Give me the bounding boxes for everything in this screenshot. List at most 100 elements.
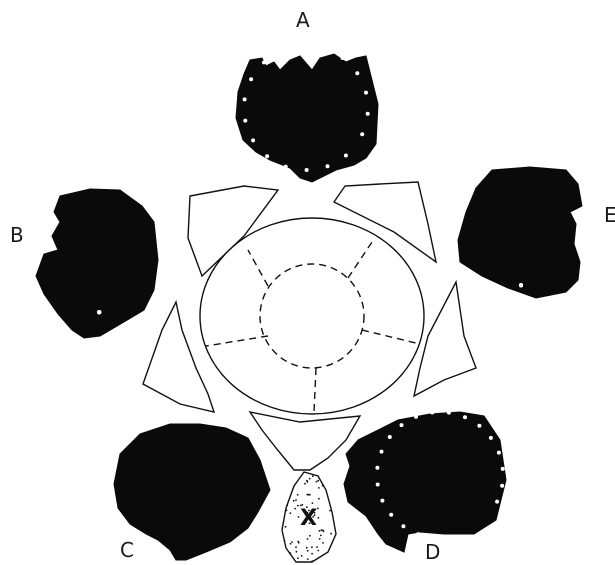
piece-a — [236, 44, 378, 182]
label-b: B — [10, 223, 24, 247]
white-dot — [97, 310, 101, 314]
stipple-dot — [322, 542, 324, 544]
stipple-dot — [318, 498, 320, 500]
stipple-dot — [307, 538, 309, 540]
white-dot — [433, 536, 437, 540]
stipple-dot — [320, 529, 322, 531]
stipple-dot — [316, 481, 318, 483]
white-dot — [344, 154, 348, 158]
white-dot — [380, 499, 384, 503]
white-dot — [366, 112, 370, 116]
stipple-dot — [295, 499, 297, 501]
stipple-dot — [306, 547, 308, 549]
white-dot — [389, 513, 393, 517]
white-dot — [243, 119, 247, 123]
plate-right — [414, 282, 476, 396]
white-dot — [262, 60, 266, 64]
stipple-dot — [297, 541, 299, 543]
white-dot — [301, 44, 305, 48]
white-dot — [305, 168, 309, 172]
white-dot — [416, 532, 420, 536]
white-dot — [251, 138, 255, 142]
white-dot — [284, 165, 288, 169]
white-dot — [249, 77, 253, 81]
piece-x: X — [282, 472, 336, 562]
white-dot — [341, 56, 345, 60]
central-plate — [200, 218, 424, 414]
white-dot — [355, 71, 359, 75]
label-x: X — [300, 506, 317, 531]
stipple-dot — [291, 541, 293, 543]
stipple-dot — [317, 508, 319, 510]
white-dot — [400, 423, 404, 427]
stipple-dot — [297, 557, 299, 559]
white-dot — [280, 49, 284, 53]
white-dot — [380, 450, 384, 454]
stipple-dot — [317, 480, 319, 482]
stipple-dot — [309, 478, 311, 480]
piece-d — [344, 411, 506, 553]
stipple-dot — [290, 543, 292, 545]
stipple-dot — [318, 487, 320, 489]
stipple-dot — [311, 560, 313, 562]
stipple-dot — [316, 546, 318, 548]
stipple-dot — [330, 533, 332, 535]
white-dot — [326, 164, 330, 168]
white-dot — [360, 132, 364, 136]
white-dot — [463, 415, 467, 419]
stipple-dot — [296, 551, 298, 553]
stipple-dot — [289, 512, 291, 514]
white-dot — [322, 47, 326, 51]
stipple-dot — [307, 558, 309, 560]
piece-b — [36, 189, 158, 338]
stipple-dot — [311, 546, 313, 548]
piece-c — [114, 424, 270, 565]
stipple-dot — [306, 480, 308, 482]
white-dot — [447, 411, 451, 415]
stipple-dot — [320, 535, 322, 537]
white-dot — [364, 91, 368, 95]
plate-bottom — [250, 412, 360, 470]
stipple-dot — [318, 517, 320, 519]
stipple-dot — [309, 535, 311, 537]
stipple-dot — [329, 510, 331, 512]
white-dot — [497, 451, 501, 455]
white-dot — [243, 97, 247, 101]
label-e: E — [604, 203, 615, 227]
piece-e — [458, 167, 582, 298]
stipple-dot — [295, 546, 297, 548]
stipple-dot — [322, 529, 324, 531]
white-dot — [495, 500, 499, 504]
white-dot — [414, 415, 418, 419]
white-dot — [500, 484, 504, 488]
stipple-dot — [286, 504, 288, 506]
white-dot — [501, 467, 505, 471]
stipple-dot — [319, 530, 321, 532]
stipple-dot — [322, 485, 324, 487]
white-dot — [430, 411, 434, 415]
stipple-dot — [294, 508, 296, 510]
white-dot — [265, 154, 269, 158]
label-c: C — [120, 538, 134, 562]
stipple-dot — [289, 552, 291, 554]
stipple-dot — [312, 475, 314, 477]
stipple-dot — [308, 494, 310, 496]
label-d: D — [425, 540, 440, 564]
white-dot — [489, 436, 493, 440]
stipple-dot — [297, 494, 299, 496]
stipple-dot — [317, 550, 319, 552]
stipple-dot — [284, 540, 286, 542]
white-dot — [519, 283, 523, 287]
stipple-dot — [312, 502, 314, 504]
stipple-dot — [297, 505, 299, 507]
white-dot — [376, 483, 380, 487]
label-a: A — [296, 8, 310, 32]
stipple-dot — [304, 483, 306, 485]
stipple-dot — [286, 509, 288, 511]
stipple-dot — [307, 550, 309, 552]
stipple-dot — [301, 555, 303, 557]
stipple-dot — [319, 538, 321, 540]
white-dot — [477, 424, 481, 428]
stipple-dot — [293, 500, 295, 502]
